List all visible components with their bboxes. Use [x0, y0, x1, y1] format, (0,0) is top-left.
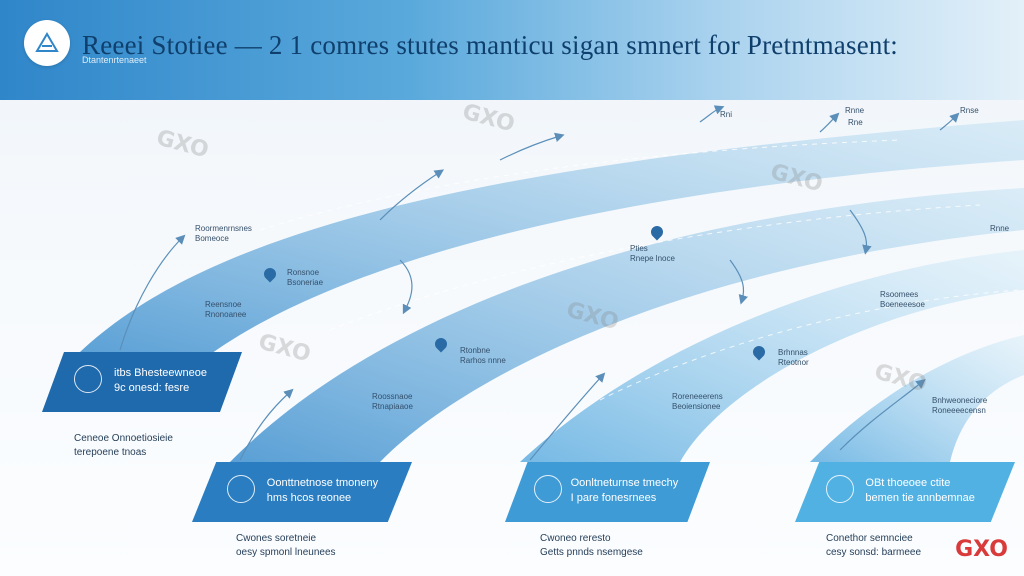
- caption-line: Ceneoe Onnoetiosieie: [74, 433, 173, 444]
- flow-label-line: Roreneeerens: [672, 392, 723, 401]
- arrow-10: [699, 105, 725, 123]
- arrow-2: [239, 388, 294, 461]
- flow-label-line: Roneeeecensn: [932, 406, 986, 415]
- stage-caption-2: Cwones soretneie oesy spmonl lneunees: [236, 532, 336, 560]
- stage-1-subtitle: 9c onesd: fesre: [114, 382, 190, 394]
- flow-band-1: [80, 120, 1024, 362]
- stage-4-title: OBt thoeoee ctite: [865, 477, 951, 489]
- arrow-7: [399, 259, 413, 315]
- caption-line: Cwoneo reresto: [540, 533, 611, 544]
- stage-4-subtitle: bemen tie annbemnae: [865, 492, 975, 504]
- flow-band-2: [230, 188, 1024, 462]
- logo: [24, 20, 70, 66]
- arrow-12: [939, 112, 960, 131]
- flow-label-line: Rtonbne: [460, 346, 491, 355]
- stage-panel-3: Oonltneturnse tmechy I pare fonesrnees: [505, 462, 710, 522]
- arrow-6: [499, 132, 565, 161]
- page-title: Reeei Stotiee — 2 1 comres stutes mantic…: [82, 30, 898, 60]
- stage-3-subtitle: I pare fonesrnees: [570, 492, 657, 504]
- flow-diagram: [80, 105, 1024, 462]
- flow-label-line: Brhnnas: [778, 348, 808, 357]
- flow-label-line: Rsoomees: [880, 290, 919, 299]
- arrow-4: [839, 378, 926, 451]
- stage-caption-4: Conethor semnciee cesy sonsd: barmeee: [826, 532, 921, 560]
- arrow-1: [119, 234, 186, 351]
- page-subtitle: Dtantenrtenaeet: [82, 55, 147, 65]
- arrow-9: [849, 209, 872, 255]
- dashed-guide-1: [259, 139, 901, 231]
- stage-panel-4: OBt thoeoee ctite bemen tie annbemnae: [795, 462, 1015, 522]
- arrow-3: [529, 372, 606, 461]
- top-label: Rne: [848, 118, 863, 127]
- arrow-8: [729, 259, 748, 305]
- flow-band-4: [810, 335, 1024, 462]
- flow-label-line: Rtnapiaaoe: [372, 402, 413, 411]
- flow-label-line: Pties: [630, 244, 648, 253]
- header-banner: Reeei Stotiee — 2 1 comres stutes mantic…: [0, 0, 1024, 100]
- caption-line: oesy spmonl lneunees: [236, 547, 336, 558]
- dashed-guide-2: [329, 204, 981, 331]
- flow-label-line: Roossnaoe: [372, 392, 413, 401]
- flow-label-line: Bsoneriae: [287, 278, 324, 287]
- stage-panel-2: Oonttnetnose tmoneny hms hcos reonee: [192, 462, 412, 522]
- caption-line: Getts pnnds nsemgese: [540, 547, 643, 558]
- stage-panel-1: itbs Bhesteewneoe 9c onesd: fesre: [42, 352, 242, 412]
- stage-4-icon: [825, 475, 854, 503]
- top-label: Rni: [720, 110, 733, 119]
- stage-1-title: itbs Bhesteewneoe: [114, 367, 207, 379]
- stage-2-subtitle: hms hcos reonee: [266, 492, 352, 504]
- flow-label-line: Boeneeesoe: [880, 300, 925, 309]
- flow-label-line: Beoiensionee: [672, 402, 721, 411]
- arrow-11: [819, 112, 840, 133]
- flow-label-line: Rnepe lnoce: [630, 254, 675, 263]
- caption-line: Conethor semnciee: [826, 533, 913, 544]
- flow-label-line: Rnonoanee: [205, 310, 247, 319]
- top-label: Rnne: [845, 106, 865, 115]
- arrow-5: [379, 169, 445, 221]
- stage-3-title: Oonltneturnse tmechy: [570, 477, 679, 489]
- stage-2-icon: [227, 475, 256, 503]
- triangle-logo-icon: [35, 32, 59, 52]
- stage-1-icon: [74, 365, 102, 393]
- flow-label-line: Rteotnor: [778, 358, 809, 367]
- flow-label-line: Ronsnoe: [287, 268, 320, 277]
- corner-watermark: GXO: [955, 537, 1008, 562]
- stage-caption-1: Ceneoe Onnoetiosieie terepoene tnoas: [74, 432, 173, 460]
- top-label: Rnse: [960, 106, 979, 115]
- flow-label-line: Rarhos nnne: [460, 356, 506, 365]
- flow-label-line: Roormenrnsnes: [195, 224, 252, 233]
- caption-line: Cwones soretneie: [236, 533, 317, 544]
- stage-3-icon: [533, 475, 562, 503]
- flow-label-line: Bnhweoneciore: [932, 396, 988, 405]
- caption-line: cesy sonsd: barmeee: [826, 547, 922, 558]
- stage-2-title: Oonttnetnose tmoneny: [266, 477, 379, 489]
- right-label: Rnne: [990, 224, 1010, 233]
- flow-band-3: [520, 250, 1024, 462]
- flow-label-line: Reensnoe: [205, 300, 242, 309]
- flow-label-line: Bomeoce: [195, 234, 229, 243]
- caption-line: terepoene tnoas: [74, 447, 147, 458]
